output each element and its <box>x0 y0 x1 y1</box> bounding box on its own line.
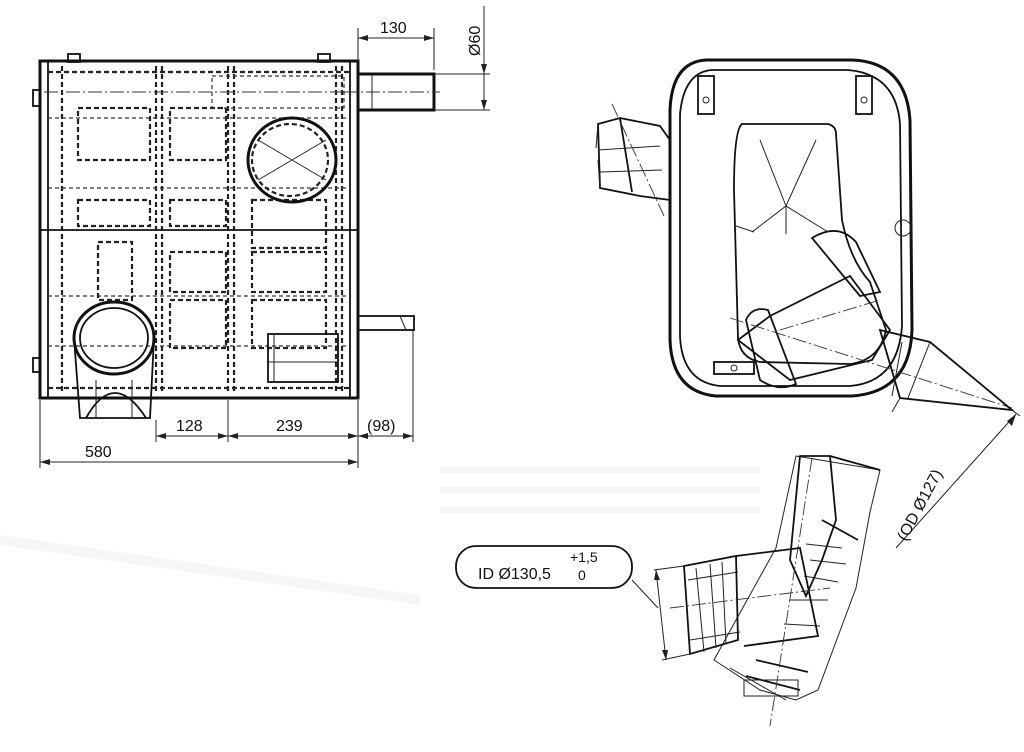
inner-cavity <box>733 123 887 365</box>
dim-tailpipe-length: 130 <box>357 20 435 70</box>
sensor-boss <box>894 219 912 237</box>
mount-tab-left <box>697 75 715 115</box>
dim-98-label: (98) <box>367 418 395 435</box>
side-bracket <box>357 315 415 331</box>
top-view: (OD Ø127) <box>595 58 1021 549</box>
dim-bottom-chain: 128 239 (98) <box>155 330 414 442</box>
inlet-stub-top <box>595 103 671 217</box>
dim-tailpipe-diameter: Ø60 <box>434 6 490 111</box>
dim-d60-label: Ø60 <box>467 26 484 56</box>
mount-tab-bottom <box>713 361 755 375</box>
dim-130-label: 130 <box>380 20 407 37</box>
id-callout-box <box>455 545 633 589</box>
mount-tab-right <box>855 75 873 115</box>
dim-128-label: 128 <box>176 418 203 435</box>
id-label: ID Ø130,5 <box>478 566 551 583</box>
muffler-body-top-outline <box>668 58 914 398</box>
dim-580-label: 580 <box>85 444 112 461</box>
tailpipe-front <box>344 72 440 112</box>
outlet-tube-ellipse <box>246 116 338 204</box>
background-watermark <box>0 467 760 605</box>
dim-od127-label: (OD Ø127) <box>895 467 947 544</box>
inlet-pipe-front <box>72 240 156 419</box>
tol-minus-label: 0 <box>578 567 586 583</box>
outlet-tube-top <box>729 225 1015 412</box>
dim-outlet-od: (OD Ø127) <box>891 397 1021 549</box>
inlet-detail-view: ID Ø130,5 +1,5 0 <box>455 455 881 727</box>
dim-overall-width: 580 <box>39 400 359 468</box>
dim-239-label: 239 <box>276 418 303 435</box>
tol-plus-label: +1,5 <box>570 549 598 565</box>
front-view: 130 Ø60 128 239 (98) <box>32 6 490 468</box>
